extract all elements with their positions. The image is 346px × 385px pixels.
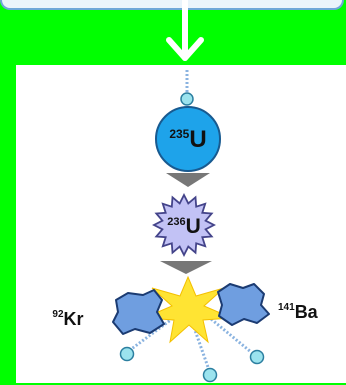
u236-mass: 236	[167, 216, 185, 228]
ba-symbol: Ba	[295, 302, 319, 322]
kr-label: 92Kr	[52, 309, 83, 329]
incoming-neutron	[180, 92, 194, 106]
u236-label: 236U	[167, 215, 201, 238]
fission-panel: 235U 236U 92Kr 141Ba	[16, 65, 346, 383]
emitted-neutron-middle	[202, 367, 218, 383]
u235-mass: 235	[169, 127, 189, 141]
ba-mass: 141	[278, 302, 295, 313]
step-arrow-1	[166, 173, 210, 187]
barium-fragment	[217, 283, 270, 326]
u235-label: 235U	[169, 126, 206, 153]
uranium-236-nucleus	[152, 193, 216, 257]
fission-flash	[143, 275, 233, 344]
uranium-235-nucleus	[155, 106, 221, 172]
fission-diagram: 235U 236U 92Kr 141Ba	[52, 70, 319, 383]
emitted-neutron-left	[119, 346, 135, 362]
krypton-fragment	[112, 289, 165, 335]
neutron-trail-left	[129, 314, 177, 352]
down-arrow-icon	[166, 0, 204, 61]
u235-symbol: U	[189, 126, 206, 153]
step-arrow-2	[160, 261, 212, 274]
kr-mass: 92	[52, 309, 64, 320]
kr-symbol: Kr	[64, 309, 84, 329]
u236-symbol: U	[186, 215, 201, 238]
neutron-trail-right	[204, 312, 252, 354]
emitted-neutron-right	[249, 349, 265, 365]
ba-label: 141Ba	[278, 302, 319, 322]
